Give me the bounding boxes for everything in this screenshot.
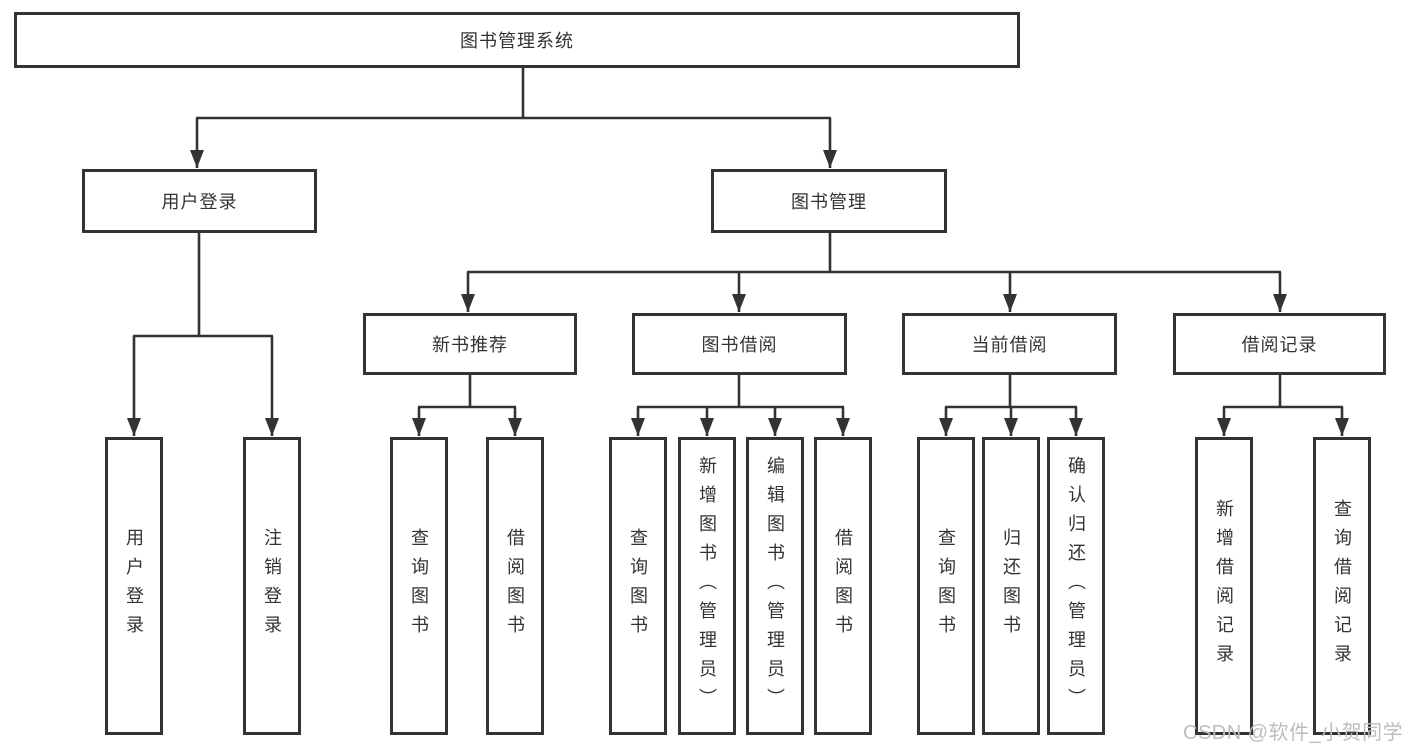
connector-borrow-records-to-leaves <box>1217 375 1349 436</box>
leaf-query-borrow-record: 查询借阅记录 <box>1313 437 1371 735</box>
node-book-management: 图书管理 <box>711 169 947 233</box>
connector-book-management-to-level3 <box>461 233 1287 312</box>
connector-root-to-level2 <box>190 68 837 168</box>
node-borrowing-records: 借阅记录 <box>1173 313 1386 375</box>
node-library-management-system: 图书管理系统 <box>14 12 1020 68</box>
leaf-user-login: 用户登录 <box>105 437 163 735</box>
csdn-watermark: CSDN @软件_小贺同学 <box>1183 722 1404 744</box>
connector-current-borrowing-to-leaves <box>939 375 1083 436</box>
leaf-add-borrow-record: 新增借阅记录 <box>1195 437 1253 735</box>
leaf-query-books-borrow: 查询图书 <box>609 437 667 735</box>
node-new-book-recommendation: 新书推荐 <box>363 313 577 375</box>
leaf-return-books: 归还图书 <box>982 437 1040 735</box>
leaf-borrow-books-recommend: 借阅图书 <box>486 437 544 735</box>
leaf-add-books-admin: 新增图书（管理员） <box>678 437 736 735</box>
connector-user-login-to-leaves <box>127 233 279 436</box>
node-book-borrowing: 图书借阅 <box>632 313 847 375</box>
leaf-query-books-recommend: 查询图书 <box>390 437 448 735</box>
leaf-edit-books-admin: 编辑图书（管理员） <box>746 437 804 735</box>
leaf-borrow-books: 借阅图书 <box>814 437 872 735</box>
leaf-logout: 注销登录 <box>243 437 301 735</box>
leaf-confirm-return-admin: 确认归还（管理员） <box>1047 437 1105 735</box>
node-user-login: 用户登录 <box>82 169 317 233</box>
connector-book-borrowing-to-leaves <box>631 375 850 436</box>
leaf-query-books-current: 查询图书 <box>917 437 975 735</box>
connector-new-book-to-leaves <box>412 375 522 436</box>
node-current-borrowing: 当前借阅 <box>902 313 1117 375</box>
